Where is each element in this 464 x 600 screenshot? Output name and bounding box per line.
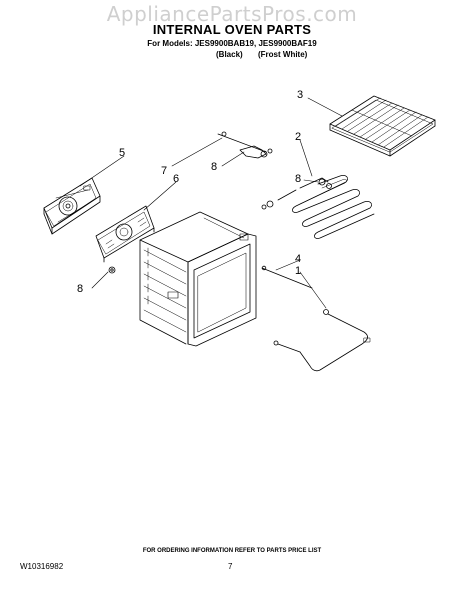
- page-number: 7: [228, 562, 233, 571]
- models-line: For Models: JES9900BAB19, JES9900BAF19: [147, 39, 317, 48]
- variant-black: (Black): [216, 50, 243, 59]
- callout-number-2: 2: [295, 131, 301, 143]
- leader-lines: [79, 97, 343, 309]
- ordering-note: FOR ORDERING INFORMATION REFER TO PARTS …: [142, 548, 322, 554]
- variant-frost-white: (Frost White): [258, 50, 308, 59]
- callout-number-3: 3: [297, 89, 303, 101]
- bake-element-part: [273, 309, 371, 372]
- callout-number-7: 7: [161, 165, 167, 177]
- callout-number-6: 6: [173, 173, 179, 185]
- document-number: W10316982: [20, 562, 64, 571]
- broil-element-part: [261, 175, 375, 239]
- page-title: INTERNAL OVEN PARTS: [152, 22, 312, 37]
- oven-rack-part: [329, 95, 436, 157]
- fan-cover-part: [95, 205, 155, 263]
- screw-part: [108, 266, 116, 274]
- callout-number-5: 5: [119, 147, 125, 159]
- callout-number-4: 4: [295, 253, 301, 265]
- sensor-probe-part: [261, 265, 313, 289]
- oven-cavity-part: [139, 211, 257, 347]
- watermark: AppliancePartsPros.com: [106, 2, 358, 26]
- sensor-bracket-part: [217, 131, 273, 159]
- callout-number-1: 1: [295, 265, 301, 277]
- convection-fan-part: [43, 177, 101, 235]
- callout-number-8: 8: [77, 283, 83, 295]
- callout-number-8: 8: [295, 173, 301, 185]
- callout-number-8: 8: [211, 161, 217, 173]
- callout-labels: 3 2 8 5 7 8 6 41 8: [77, 89, 303, 295]
